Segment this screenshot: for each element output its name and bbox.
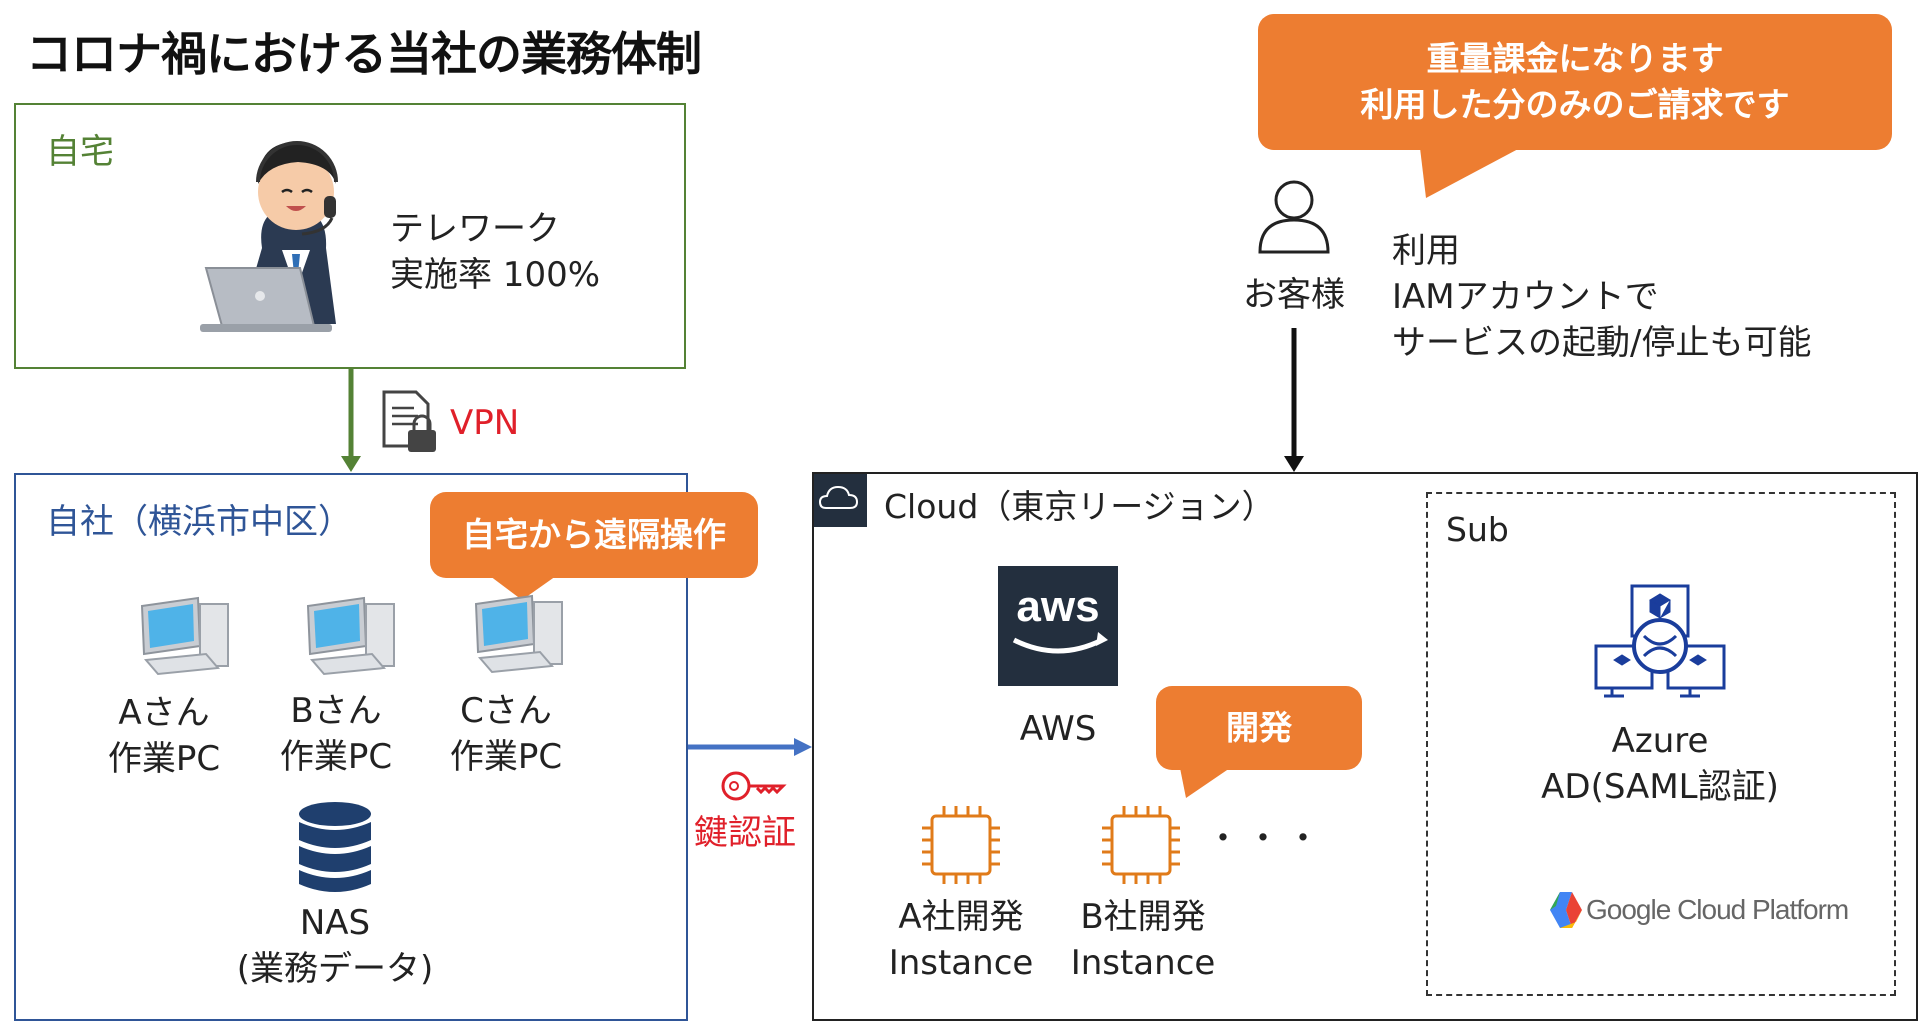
telework-text: テレワーク 実施率 100% <box>390 206 600 298</box>
sub-label: Sub <box>1446 510 1509 549</box>
aws-logo-box <box>998 566 1118 686</box>
dev-callout-tail <box>1180 768 1230 798</box>
telework-line1: テレワーク <box>390 209 560 249</box>
customer-label: お客様 <box>1243 275 1345 315</box>
azure-ad-icon <box>1594 584 1726 698</box>
office-box <box>14 473 688 1021</box>
dev-callout: 開発 <box>1156 686 1362 770</box>
chip-icon-a <box>922 806 1000 884</box>
pc-icon-c <box>474 594 563 674</box>
home-label: 自宅 <box>46 132 114 172</box>
pc-b-line2: 作業PC <box>279 737 393 777</box>
cloud-box <box>812 472 1918 1021</box>
pc-icon-b <box>306 596 395 676</box>
vpn-label: VPN <box>450 403 520 443</box>
gcp-logo-text: Google Cloud Platform <box>1586 894 1849 925</box>
customer-arrow-head <box>1284 456 1304 472</box>
pc-c-line1: Cさん <box>460 691 552 731</box>
usage-line3: サービスの起動/停止も可能 <box>1392 323 1812 363</box>
pc-b-line1: Bさん <box>290 691 382 731</box>
usage-line2: IAMアカウントで <box>1392 277 1659 317</box>
instance-label-b: B社開発 Instance <box>1058 894 1228 986</box>
instance-b-line2: Instance <box>1070 943 1216 983</box>
page-title: コロナ禍における当社の業務体制 <box>26 27 702 81</box>
key-auth-arrow-head <box>794 738 812 756</box>
billing-callout-line2: 利用した分のみのご請求です <box>1360 85 1790 124</box>
home-box <box>14 103 686 369</box>
key-icon <box>721 771 787 801</box>
ellipsis: ・・・ <box>1206 819 1326 859</box>
document-lock-icon <box>382 390 436 452</box>
pc-label-c: Cさん 作業PC <box>438 688 574 780</box>
billing-callout-tail <box>1420 148 1520 198</box>
pc-label-b: Bさん 作業PC <box>268 688 404 780</box>
instance-a-line2: Instance <box>888 943 1034 983</box>
telework-line2: 実施率 100% <box>390 255 601 295</box>
cloud-label: Cloud（東京リージョン） <box>884 487 1275 526</box>
database-icon <box>299 802 371 892</box>
billing-callout-line1: 重量課金になります <box>1426 39 1724 78</box>
aws-smile-icon <box>1012 637 1104 654</box>
cloud-icon <box>818 485 859 509</box>
billing-callout: 重量課金になります 利用した分のみのご請求です <box>1258 14 1892 150</box>
azure-line2: AD(SAML認証) <box>1541 767 1779 807</box>
pc-a-line2: 作業PC <box>107 739 221 779</box>
pc-a-line1: Aさん <box>118 693 210 733</box>
nas-line1: NAS <box>299 903 371 943</box>
sub-box <box>1426 492 1896 996</box>
key-auth-label: 鍵認証 <box>694 813 796 853</box>
aws-logo-text: aws <box>1016 582 1100 631</box>
pc-icon-a <box>140 596 229 676</box>
vpn-arrow-head <box>341 456 361 472</box>
remote-callout-tail <box>490 576 556 600</box>
customer-icon <box>1258 180 1330 254</box>
cloud-badge <box>813 473 867 527</box>
azure-label: Azure AD(SAML認証) <box>1500 718 1820 810</box>
gcp-logo-icon <box>1550 892 1582 928</box>
usage-line1: 利用 <box>1392 231 1460 271</box>
azure-line1: Azure <box>1611 721 1709 761</box>
instance-b-line1: B社開発 <box>1080 897 1206 937</box>
instance-a-line1: A社開発 <box>898 897 1024 937</box>
nas-line2: (業務データ) <box>236 949 434 989</box>
remote-operation-callout: 自宅から遠隔操作 <box>430 492 758 578</box>
pc-label-a: Aさん 作業PC <box>96 690 232 782</box>
instance-label-a: A社開発 Instance <box>876 894 1046 986</box>
teleworker-illustration <box>200 141 338 332</box>
customer-usage-text: 利用 IAMアカウントで サービスの起動/停止も可能 <box>1392 228 1811 366</box>
office-label: 自社（横浜市中区） <box>46 502 352 542</box>
chip-icon-b <box>1102 806 1180 884</box>
pc-c-line2: 作業PC <box>449 737 563 777</box>
aws-label: AWS <box>1019 709 1097 749</box>
nas-label: NAS (業務データ) <box>210 900 460 992</box>
